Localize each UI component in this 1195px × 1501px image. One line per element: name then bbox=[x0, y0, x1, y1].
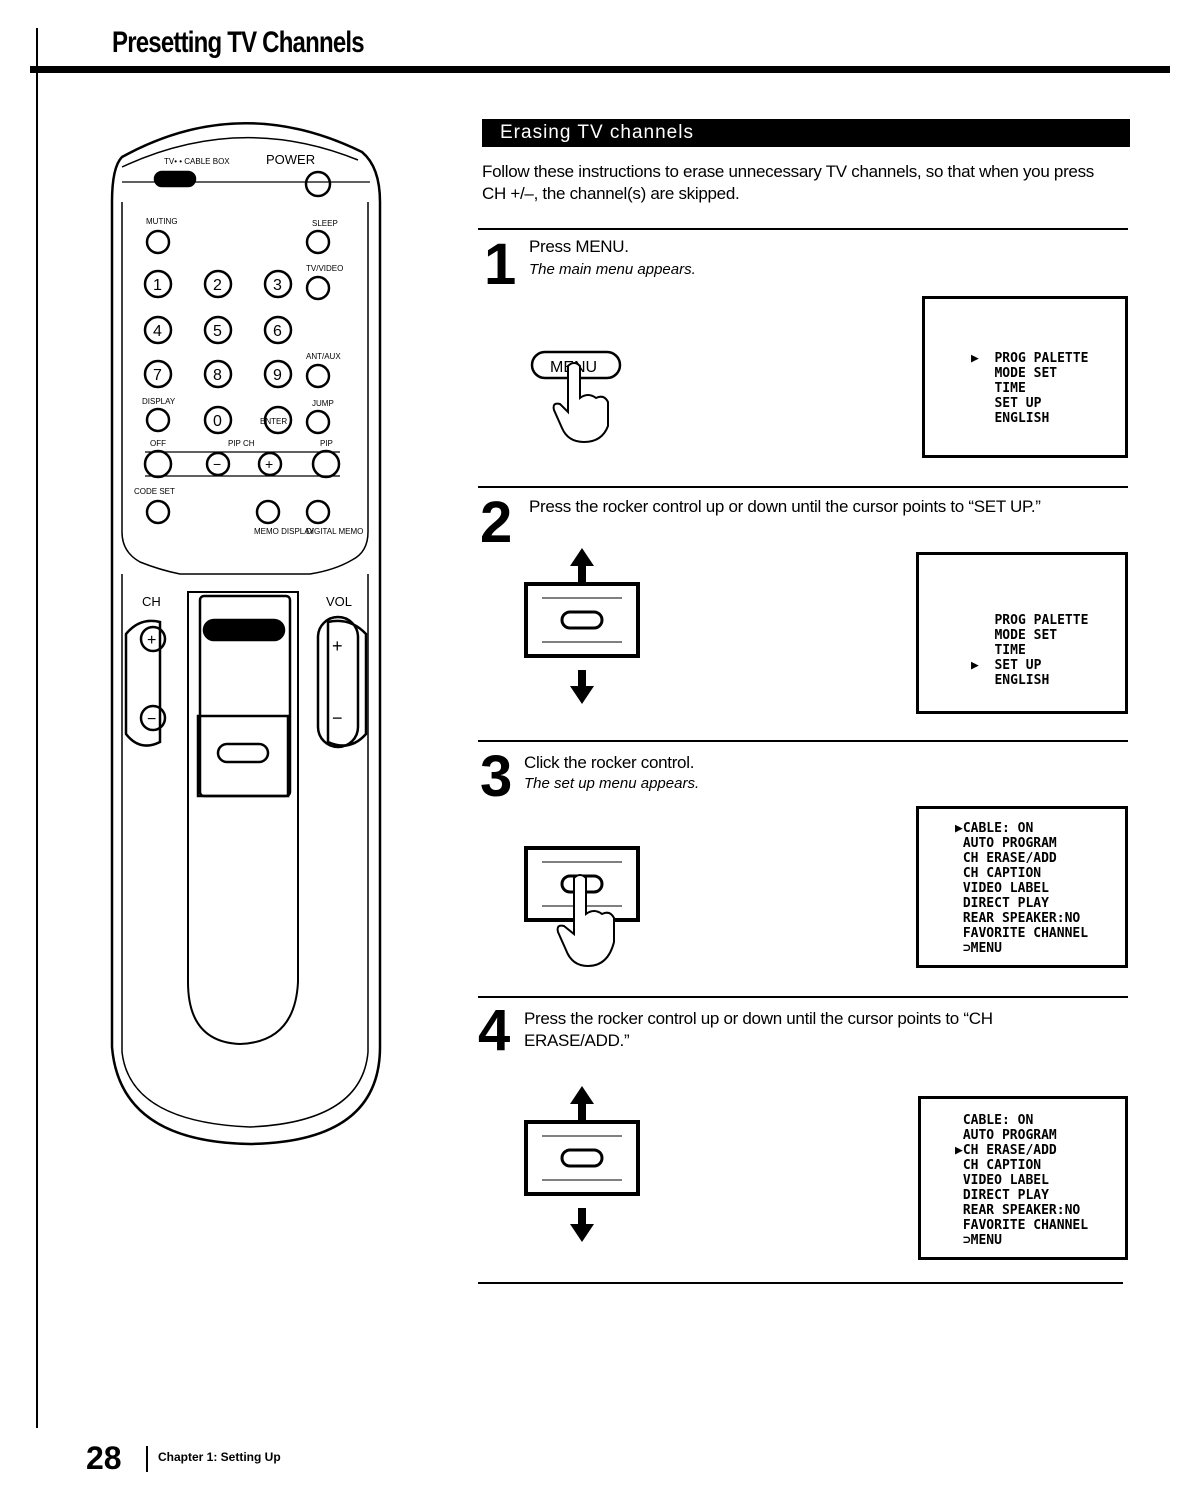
label-power: POWER bbox=[266, 152, 315, 167]
osd-1-line-2: MODE SET bbox=[971, 366, 1058, 381]
osd-3-line-9: ⊃MENU bbox=[955, 941, 1002, 956]
label-muting: MUTING bbox=[146, 217, 178, 226]
osd-screen-step-1: ▶ PROG PALETTE MODE SET TIME SET UP ENGL… bbox=[922, 296, 1128, 458]
osd-3-line-3: CH ERASE/ADD bbox=[955, 851, 1057, 866]
digit-0: 0 bbox=[213, 413, 222, 430]
osd-2-line-1: PROG PALETTE bbox=[971, 613, 1089, 628]
osd-3-line-5: VIDEO LABEL bbox=[955, 881, 1049, 896]
digit-4: 4 bbox=[153, 323, 162, 340]
pip-minus: − bbox=[213, 456, 221, 472]
label-pip: PIP bbox=[320, 439, 333, 448]
osd-4-line-3: ▶CH ERASE/ADD bbox=[955, 1143, 1057, 1158]
osd-3-line-8: FAVORITE CHANNEL bbox=[955, 926, 1089, 941]
rule-bottom bbox=[478, 1282, 1123, 1284]
osd-4-line-8: FAVORITE CHANNEL bbox=[955, 1218, 1089, 1233]
step-4-number: 4 bbox=[478, 998, 510, 1063]
label-ch: CH bbox=[142, 594, 161, 609]
header-rule bbox=[30, 66, 1170, 73]
osd-2-line-5: ENGLISH bbox=[971, 673, 1050, 688]
label-tv-cablebox: TV• • CABLE BOX bbox=[164, 157, 230, 166]
rocker-up-down-illustration-2 bbox=[524, 548, 640, 704]
vol-minus: − bbox=[332, 708, 343, 728]
label-pip-ch: PIP CH bbox=[228, 439, 255, 448]
osd-2-line-4: ▶ SET UP bbox=[971, 658, 1042, 673]
osd-4-line-9: ⊃MENU bbox=[955, 1233, 1002, 1248]
osd-2-line-2: MODE SET bbox=[971, 628, 1058, 643]
remote-body-outline bbox=[110, 121, 382, 1146]
pip-plus: + bbox=[265, 456, 273, 472]
rule-step-2 bbox=[478, 486, 1128, 488]
power-button bbox=[304, 170, 332, 198]
label-sleep: SLEEP bbox=[312, 219, 338, 228]
osd-4-line-6: DIRECT PLAY bbox=[955, 1188, 1049, 1203]
rule-step-3 bbox=[478, 740, 1128, 742]
label-jump: JUMP bbox=[312, 399, 334, 408]
digit-2: 2 bbox=[213, 277, 222, 294]
osd-3-line-7: REAR SPEAKER:NO bbox=[955, 911, 1081, 926]
step-3-number: 3 bbox=[480, 744, 512, 809]
osd-2-line-3: TIME bbox=[971, 643, 1026, 658]
osd-4-line-4: CH CAPTION bbox=[955, 1158, 1042, 1173]
digit-8: 8 bbox=[213, 367, 222, 384]
osd-3-line-2: AUTO PROGRAM bbox=[955, 836, 1057, 851]
rule-step-1 bbox=[478, 228, 1128, 230]
digit-3: 3 bbox=[273, 277, 282, 294]
label-off: OFF bbox=[150, 439, 166, 448]
osd-screen-step-3: ▶CABLE: ON AUTO PROGRAM CH ERASE/ADD CH … bbox=[916, 806, 1128, 968]
footer-page-number: 28 bbox=[86, 1440, 122, 1476]
left-margin-rule bbox=[36, 28, 38, 1428]
rocker-up-down-illustration-4 bbox=[524, 1086, 640, 1242]
step-1-text: Press MENU. bbox=[529, 237, 629, 256]
label-display: DISPLAY bbox=[142, 397, 176, 406]
rocker-click-illustration bbox=[524, 846, 640, 968]
osd-1-line-3: TIME bbox=[971, 381, 1026, 396]
step-4-text: Press the rocker control up or down unti… bbox=[524, 1009, 993, 1050]
label-code-set: CODE SET bbox=[134, 487, 175, 496]
ch-plus: + bbox=[147, 632, 156, 649]
osd-screen-step-4: CABLE: ON AUTO PROGRAM ▶CH ERASE/ADD CH … bbox=[918, 1096, 1128, 1260]
label-digital-memo: DIGITAL MEMO bbox=[306, 527, 363, 536]
osd-4-line-7: REAR SPEAKER:NO bbox=[955, 1203, 1081, 1218]
ch-minus: − bbox=[147, 711, 156, 728]
menu-button-press-illustration: MENU bbox=[530, 350, 622, 444]
digit-6: 6 bbox=[273, 323, 282, 340]
osd-1-line-4: SET UP bbox=[971, 396, 1042, 411]
label-tv-video: TV/VIDEO bbox=[306, 264, 343, 273]
step-3-text: Click the rocker control. bbox=[524, 753, 695, 772]
osd-3-line-4: CH CAPTION bbox=[955, 866, 1042, 881]
label-memo-display: MEMO DISPLAY bbox=[254, 527, 315, 536]
digit-1: 1 bbox=[153, 277, 162, 294]
label-enter: ENTER bbox=[260, 417, 287, 426]
step-2-number: 2 bbox=[480, 490, 512, 555]
section-banner: Erasing TV channels bbox=[482, 119, 1130, 147]
step-2-text: Press the rocker control up or down unti… bbox=[529, 497, 1041, 516]
osd-4-line-5: VIDEO LABEL bbox=[955, 1173, 1049, 1188]
label-vol: VOL bbox=[326, 594, 352, 609]
step-1-sub: The main menu appears. bbox=[529, 261, 696, 278]
page-title: Presetting TV Channels bbox=[112, 26, 365, 59]
footer-chapter: Chapter 1: Setting Up bbox=[158, 1450, 281, 1464]
osd-4-line-2: AUTO PROGRAM bbox=[955, 1128, 1057, 1143]
osd-3-line-1: ▶CABLE: ON bbox=[955, 821, 1034, 836]
vol-plus: + bbox=[332, 636, 343, 656]
osd-1-line-1: ▶ PROG PALETTE bbox=[971, 351, 1089, 366]
intro-text: Follow these instructions to erase unnec… bbox=[482, 162, 1094, 203]
step-1-number: 1 bbox=[484, 232, 516, 297]
step-3-sub: The set up menu appears. bbox=[524, 775, 700, 792]
digit-9: 9 bbox=[273, 367, 282, 384]
footer-divider bbox=[146, 1446, 148, 1472]
digit-5: 5 bbox=[213, 323, 222, 340]
label-ant-aux: ANT/AUX bbox=[306, 352, 341, 361]
rule-step-4 bbox=[478, 996, 1128, 998]
digit-7: 7 bbox=[153, 367, 162, 384]
osd-1-line-5: ENGLISH bbox=[971, 411, 1050, 426]
osd-3-line-6: DIRECT PLAY bbox=[955, 896, 1049, 911]
osd-4-line-1: CABLE: ON bbox=[955, 1113, 1034, 1128]
remote-control-illustration: TV• • CABLE BOX POWER MUTING SLEEP TV/VI… bbox=[110, 121, 382, 1146]
osd-screen-step-2: PROG PALETTE MODE SET TIME ▶ SET UP ENGL… bbox=[916, 552, 1128, 714]
